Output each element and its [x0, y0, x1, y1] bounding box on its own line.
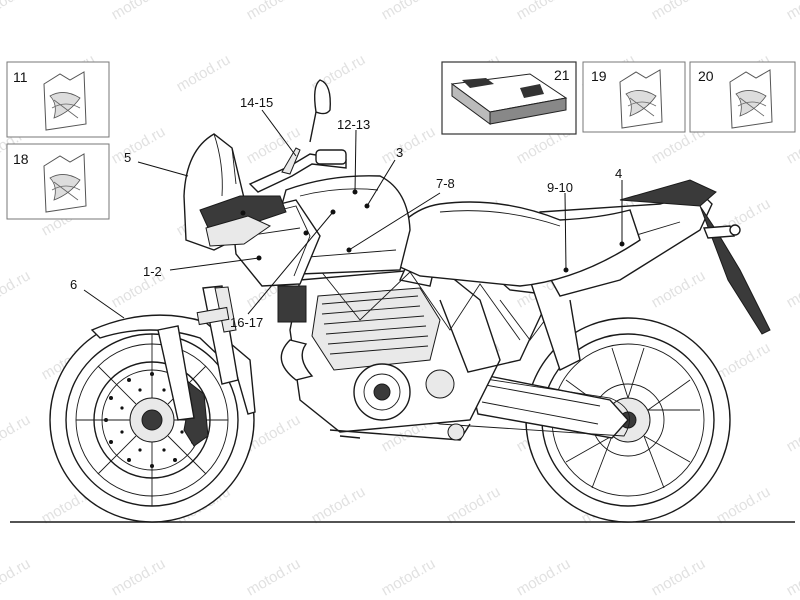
watermark-text: motod.ru: [309, 483, 369, 527]
seat: [379, 201, 641, 287]
decal-markers: [240, 189, 625, 273]
watermark-text: motod.ru: [0, 555, 33, 599]
callout-6: 6: [70, 277, 77, 292]
watermark-text: motod.ru: [784, 555, 800, 599]
decal-kit-icon: [619, 69, 663, 129]
leader-lines: [83, 109, 623, 319]
part-box-11-label: 11: [13, 69, 28, 85]
watermark-text: motod.ru: [444, 483, 504, 527]
part-box-18-label: 18: [13, 151, 29, 167]
watermark-text: motod.ru: [784, 267, 800, 311]
watermark-text: motod.ru: [244, 0, 304, 23]
part-box-20: 20: [689, 61, 796, 133]
part-box-21-label: 21: [554, 67, 570, 83]
callout-labels: 1-2 3 4 5 6 7-8 9-10 12-13 14-15 16-17: [70, 95, 622, 330]
callout-4: 4: [615, 166, 622, 181]
watermark-text: motod.ru: [174, 51, 234, 95]
part-box-20-label: 20: [698, 68, 714, 84]
watermark-text: motod.ru: [379, 0, 439, 23]
decal-kit-icon: [729, 69, 773, 129]
watermark-text: motod.ru: [0, 267, 33, 311]
callout-3: 3: [396, 145, 403, 160]
watermark-text: motod.ru: [784, 0, 800, 23]
watermark-text: motod.ru: [649, 555, 709, 599]
watermark-text: motod.ru: [649, 267, 709, 311]
callout-7-8: 7-8: [436, 176, 455, 191]
watermark-text: motod.ru: [109, 0, 169, 23]
watermark-text: motod.ru: [714, 339, 774, 383]
watermark-text: motod.ru: [514, 555, 574, 599]
callout-14-15: 14-15: [240, 95, 273, 110]
watermark-text: motod.ru: [379, 123, 439, 167]
part-box-19-label: 19: [591, 68, 607, 84]
watermark-text: motod.ru: [244, 555, 304, 599]
manual-kit-icon: [450, 73, 568, 125]
front-fork: [157, 285, 239, 421]
watermark-text: motod.ru: [514, 0, 574, 23]
decal-kit-icon: [43, 71, 87, 131]
callout-5: 5: [124, 150, 131, 165]
callout-1-2: 1-2: [143, 264, 162, 279]
part-box-21: 21: [441, 61, 577, 135]
callout-16-17: 16-17: [230, 315, 263, 330]
part-box-19: 19: [582, 61, 686, 133]
motorcycle-illustration: [49, 79, 771, 523]
watermark-text: motod.ru: [714, 483, 774, 527]
part-box-18: 18: [6, 143, 110, 220]
watermark-text: motod.ru: [109, 555, 169, 599]
watermark-text: motod.ru: [0, 411, 33, 455]
watermark-text: motod.ru: [379, 555, 439, 599]
watermark-text: motod.ru: [784, 411, 800, 455]
part-box-11: 11: [6, 61, 110, 138]
callout-9-10: 9-10: [547, 180, 573, 195]
callout-12-13: 12-13: [337, 117, 370, 132]
watermark-text: motod.ru: [649, 0, 709, 23]
watermark-text: motod.ru: [109, 123, 169, 167]
decal-kit-icon: [43, 153, 87, 213]
front-wheel: [49, 317, 255, 523]
watermark-text: motod.ru: [0, 0, 33, 23]
